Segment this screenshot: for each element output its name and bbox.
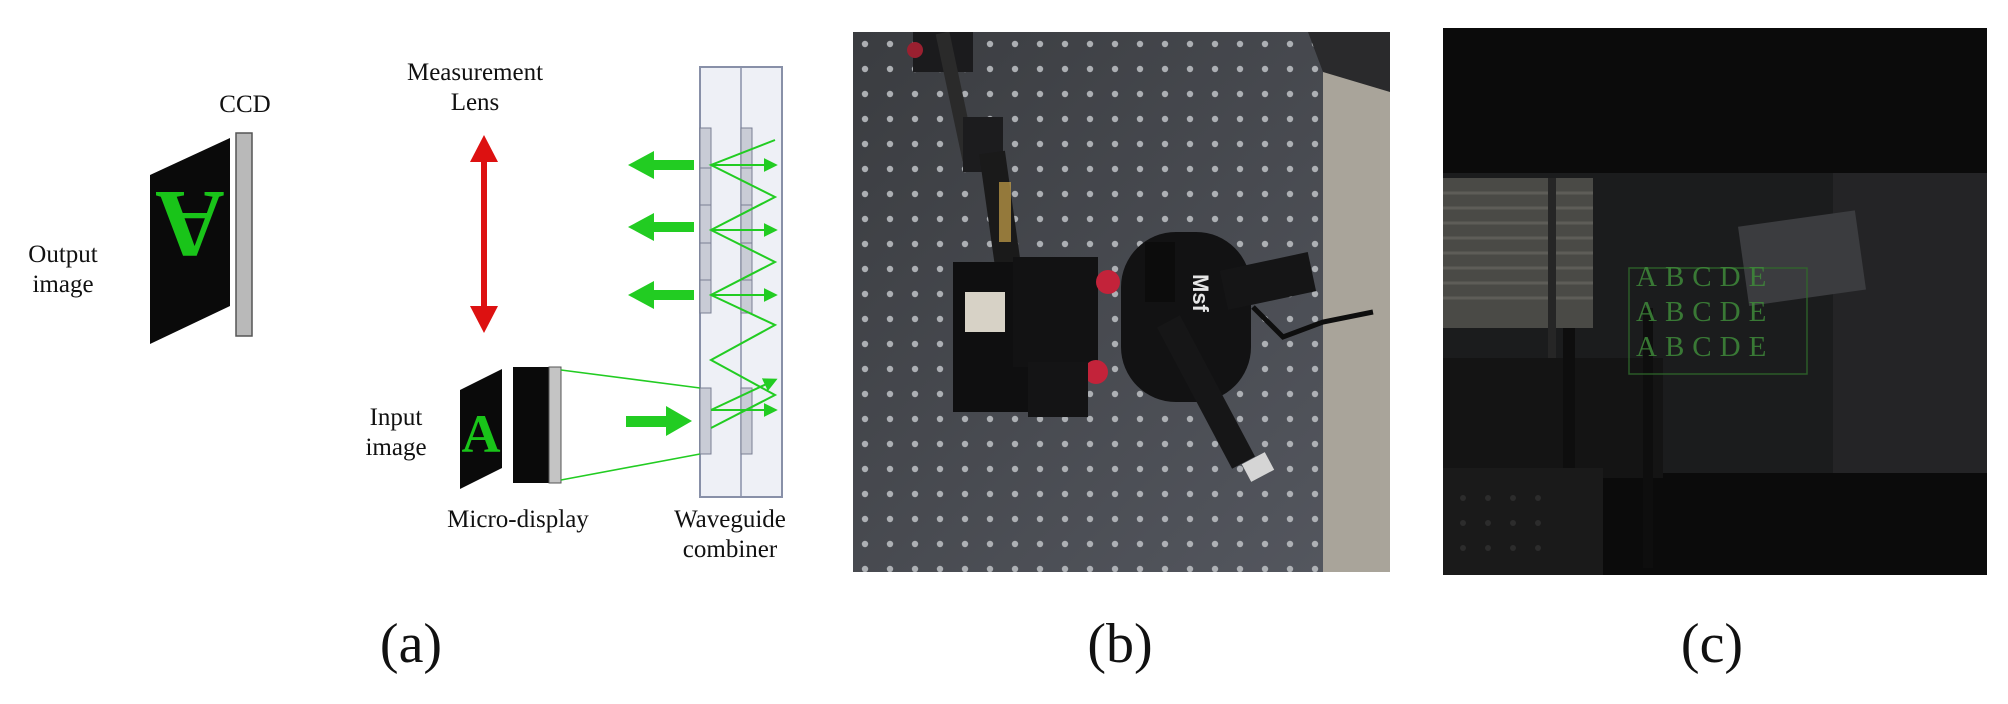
input-letter: A <box>462 404 501 464</box>
light-cone-bottom <box>560 453 701 481</box>
output-arrows <box>628 151 694 309</box>
measurement-lens-arrow <box>470 135 498 333</box>
output-letter: A <box>155 171 224 278</box>
camera-brand-text: Msf <box>1188 274 1213 313</box>
output-image-label: Output image <box>28 241 98 298</box>
optical-bench-illustration: Msf <box>853 32 1390 572</box>
measurement-lens-label: Measurement Lens <box>406 59 544 116</box>
waveguide-light-path <box>708 139 778 429</box>
ar-chart-row-1: ABCDE <box>1636 261 1775 293</box>
ar-chart-row-3: ABCDE <box>1636 331 1775 363</box>
input-image-label: Input image <box>365 404 427 461</box>
caption-b: (b) <box>1087 613 1153 675</box>
ar-scene-illustration <box>1443 28 1987 575</box>
panel-a-diagram: A <box>150 66 783 498</box>
light-cone-top <box>560 369 701 389</box>
ccd-label: CCD <box>219 91 271 118</box>
ccd-plate <box>235 132 253 337</box>
caption-c: (c) <box>1680 613 1744 675</box>
ar-chart-row-2: ABCDE <box>1636 296 1775 328</box>
input-image-card <box>460 369 502 489</box>
waveguide-combiner <box>699 66 783 498</box>
caption-a: (a) <box>379 613 443 675</box>
optical-bench-photo: Msf <box>853 32 1390 572</box>
ar-view-photo: ABCDE ABCDE ABCDE <box>1443 28 1987 575</box>
micro-display <box>513 366 562 484</box>
output-image-card <box>150 138 230 344</box>
input-arrow <box>626 406 692 436</box>
micro-display-label: Micro-display <box>447 506 589 533</box>
waveguide-combiner-label: Waveguide combiner <box>674 506 786 563</box>
